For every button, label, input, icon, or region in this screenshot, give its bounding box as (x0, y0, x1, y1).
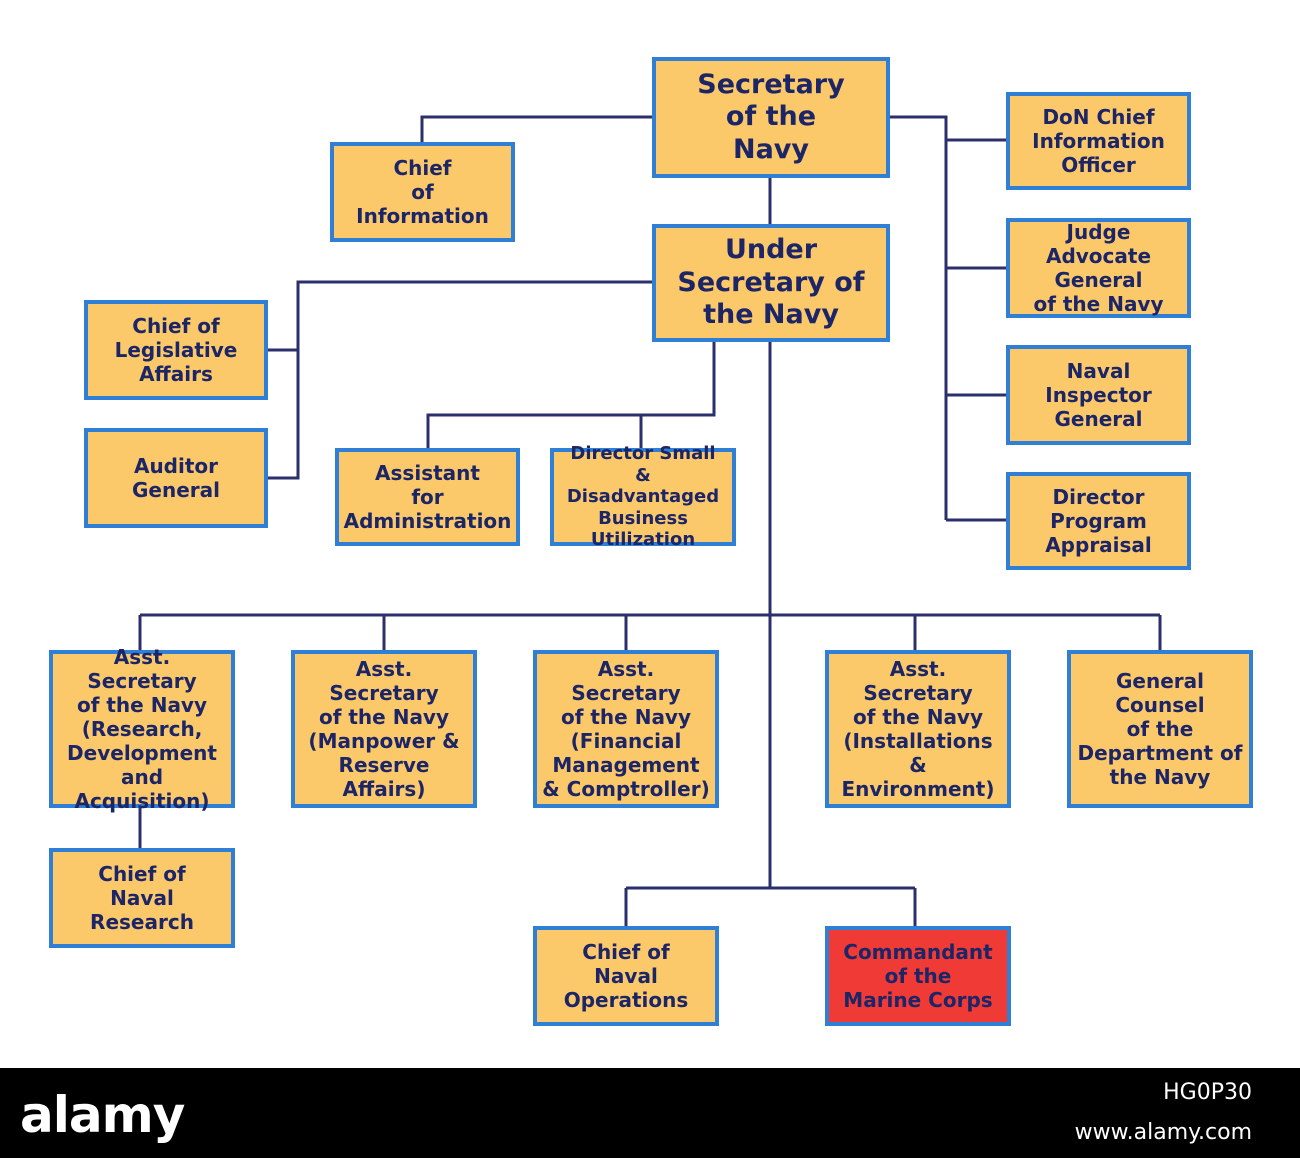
node-asn-financial-management: Asst. Secretary of the Navy (Financial M… (533, 650, 719, 808)
node-chief-naval-operations: Chief of Naval Operations (533, 926, 719, 1026)
node-chief-naval-research: Chief of Naval Research (49, 848, 235, 948)
node-general-counsel: General Counsel of the Department of the… (1067, 650, 1253, 808)
node-chief-of-information: Chief of Information (330, 142, 515, 242)
connector-secretary-chief-info (420, 115, 652, 142)
connector-right-bus (890, 115, 948, 520)
watermark-footer: alamy HG0P30 www.alamy.com (0, 1068, 1300, 1158)
node-assistant-administration: Assistant for Administration (335, 448, 520, 546)
node-asn-research-development: Asst. Secretary of the Navy (Research, D… (49, 645, 235, 813)
node-director-program-appraisal: Director Program Appraisal (1006, 472, 1191, 570)
node-auditor-general: Auditor General (84, 428, 268, 528)
node-judge-advocate-general: Judge Advocate General of the Navy (1006, 218, 1191, 318)
image-id: HG0P30 (1163, 1080, 1252, 1105)
node-commandant-marine-corps: Commandant of the Marine Corps (825, 926, 1011, 1026)
brand-logo: alamy (20, 1086, 185, 1144)
node-naval-inspector-general: Naval Inspector General (1006, 345, 1191, 445)
node-asn-manpower-reserve: Asst. Secretary of the Navy (Manpower & … (291, 650, 477, 808)
connector-lines (138, 115, 1162, 926)
node-chief-legislative-affairs: Chief of Legislative Affairs (84, 300, 268, 400)
node-asn-installations-environment: Asst. Secretary of the Navy (Installatio… (825, 650, 1011, 808)
node-secretary: Secretary of the Navy (652, 57, 890, 178)
connector-admin-bus (426, 342, 716, 448)
org-chart: Secretary of the Navy Chief of Informati… (49, 57, 1253, 1026)
site-url: www.alamy.com (1074, 1120, 1252, 1145)
node-under-secretary: Under Secretary of the Navy (652, 224, 890, 342)
node-director-small-business: Director Small & Disadvantaged Business … (550, 443, 736, 550)
connector-left-bus (268, 280, 652, 480)
node-don-cio: DoN Chief Information Officer (1006, 92, 1191, 190)
